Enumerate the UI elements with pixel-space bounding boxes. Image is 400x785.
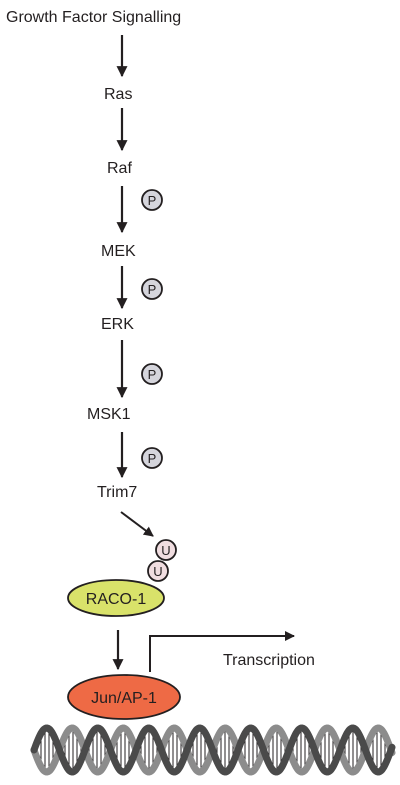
ubiquitin-label: U <box>153 564 162 579</box>
dna-helix <box>30 724 396 776</box>
msk1-label: MSK1 <box>87 406 131 423</box>
phospho-circle-raf-mek: P <box>141 189 163 211</box>
trim7-label: Trim7 <box>97 484 138 501</box>
ras-label: Ras <box>104 86 133 103</box>
phospho-circle-msk1-trim7: P <box>141 447 163 469</box>
phospho-label: P <box>148 367 157 382</box>
erk-label: ERK <box>101 316 134 333</box>
ubiquitin-circle-upper: U <box>155 539 177 561</box>
phospho-circle-erk-msk1: P <box>141 363 163 385</box>
ubiquitin-label: U <box>161 543 170 558</box>
phospho-label: P <box>148 282 157 297</box>
raco1-label: RACO-1 <box>86 591 147 608</box>
growth-factor-label: Growth Factor Signalling <box>6 9 182 26</box>
phospho-label: P <box>148 451 157 466</box>
raf-label: Raf <box>107 160 132 177</box>
phospho-label: P <box>148 193 157 208</box>
dna-strand-back <box>30 724 396 776</box>
transcription-label: Transcription <box>223 652 315 669</box>
arrow-trim7-to-ubiquitin <box>120 511 154 537</box>
phospho-circle-mek-erk: P <box>141 278 163 300</box>
raco1-oval: RACO-1 <box>67 579 165 617</box>
jun-ap1-oval: Jun/AP-1 <box>67 674 181 720</box>
mek-label: MEK <box>101 243 136 260</box>
arrow-transcription <box>149 631 295 672</box>
ubiquitin-circle-lower: U <box>147 560 169 582</box>
jun-ap1-label: Jun/AP-1 <box>91 690 157 707</box>
